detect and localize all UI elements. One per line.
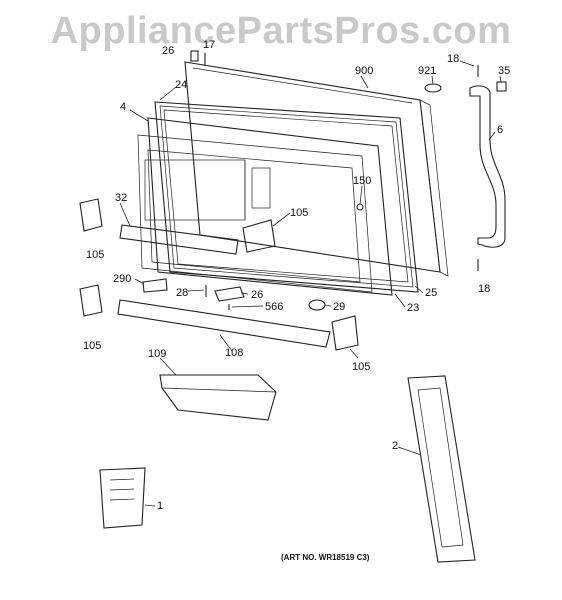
callout-26-hinge: 26	[251, 289, 263, 301]
door-handle	[469, 85, 506, 248]
callout-18-bottom: 18	[478, 283, 490, 295]
callout-290: 290	[113, 273, 131, 285]
shelf-bar-upper	[119, 224, 239, 255]
hinge-plate-26	[214, 286, 245, 302]
callout-108: 108	[225, 347, 243, 359]
top-screws	[190, 50, 206, 66]
callout-25: 25	[425, 287, 437, 299]
outer-door-panel	[184, 61, 449, 277]
shelf-support-upper-right	[242, 219, 276, 253]
callout-26-top: 26	[162, 45, 174, 57]
callout-921: 921	[418, 65, 436, 77]
door-assembly	[407, 375, 476, 563]
callout-109: 109	[148, 348, 166, 360]
callout-150: 150	[353, 175, 371, 187]
shelf-support-lower-left	[79, 284, 103, 317]
callout-32: 32	[115, 192, 127, 204]
callout-6: 6	[497, 124, 503, 136]
callout-566: 566	[265, 301, 283, 313]
watermark: AppliancePartsPros.com	[50, 10, 512, 52]
shelf-bar-lower	[117, 299, 331, 348]
callout-2: 2	[392, 440, 398, 452]
callout-900: 900	[355, 65, 373, 77]
callout-105-upper-left: 105	[86, 249, 104, 261]
callout-35: 35	[498, 65, 510, 77]
leader-lines	[119, 60, 502, 507]
callout-4: 4	[120, 101, 126, 113]
shelf-support-upper-left	[79, 198, 103, 232]
plug-button	[424, 83, 442, 93]
callout-18-top: 18	[447, 53, 459, 65]
inner-door-liner	[137, 117, 393, 296]
shelf-support-lower-right	[331, 315, 359, 351]
door-gasket	[154, 101, 419, 293]
callout-105-lower-right: 105	[352, 361, 370, 373]
art-number: (ART NO. WR18519 C3)	[281, 553, 370, 562]
callout-24: 24	[175, 79, 187, 91]
bushing-29	[308, 299, 326, 311]
handle-cap	[496, 81, 507, 92]
callout-23: 23	[407, 302, 419, 314]
door-bin	[159, 374, 277, 421]
callout-105-upper-right: 105	[290, 207, 308, 219]
callout-1: 1	[157, 500, 163, 512]
screw-cover	[356, 203, 364, 211]
callout-17: 17	[203, 39, 215, 51]
owners-manual	[99, 467, 146, 529]
callout-28: 28	[176, 287, 188, 299]
callout-29: 29	[333, 301, 345, 313]
callout-105-lower-left: 105	[83, 340, 101, 352]
part-290	[142, 278, 168, 293]
